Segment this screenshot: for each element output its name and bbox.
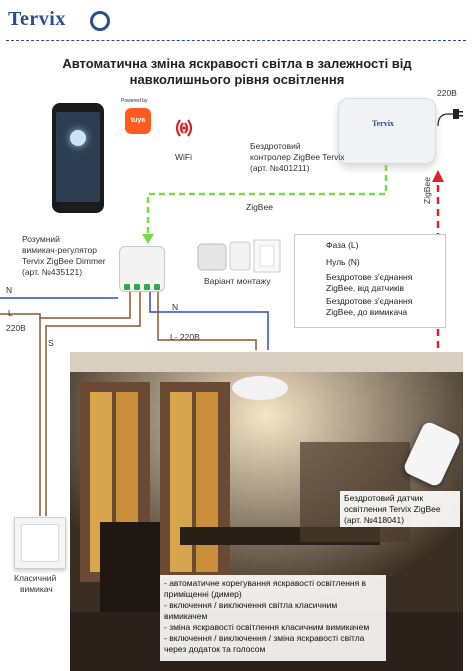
terminal <box>154 284 160 290</box>
powered-by-label: Powered by <box>121 98 148 104</box>
plug-icon <box>437 109 463 127</box>
wire-label-l-load: L- 220В <box>170 332 200 342</box>
legend-sensor-text-1: Бездротове з'єднання <box>326 272 413 282</box>
zigbee-link-switch <box>146 165 388 236</box>
zigbee-hub <box>338 98 436 164</box>
header-divider <box>6 40 466 41</box>
dimmer-caption-2: вимикач-регулятор <box>22 245 97 255</box>
phone-screen <box>56 112 100 202</box>
feature-item: - включення / виключення / зміна яскраво… <box>164 633 365 654</box>
wire-label-n-left: N <box>6 285 13 295</box>
mounting-label: Варіант монтажу <box>204 276 271 286</box>
zigbee-label: ZigBee <box>246 202 273 212</box>
hub-caption-2: контролер ZigBee Tervix <box>250 152 345 162</box>
legend-switch-text-2: ZigBee, до вимикача <box>326 307 408 317</box>
arrow-head-switch <box>142 234 154 244</box>
hub-brand: Tervix <box>372 119 394 128</box>
terminal <box>124 284 130 290</box>
hub-power-label: 220В <box>437 88 457 98</box>
feature-item: - зміна яскравості освітлення класичним … <box>164 622 370 632</box>
legend <box>294 234 446 328</box>
brand-logo-ring-icon <box>90 11 110 31</box>
bulb-icon <box>70 130 86 146</box>
page-title: Автоматична зміна яскравості світла в за… <box>62 56 412 87</box>
legend-sensor-text-2: ZigBee, від датчиків <box>326 283 405 293</box>
legend-phase-text: Фаза (L) <box>326 240 359 250</box>
legend-switch-text-1: Бездротове з'єднання <box>326 296 413 306</box>
brand-logo: Tervix <box>8 8 66 30</box>
terminal <box>134 284 140 290</box>
feature-item: - включення / виключення світла класични… <box>164 600 338 621</box>
mounting-variant-image <box>197 239 281 273</box>
wifi-icon <box>175 119 193 137</box>
phase-wire-left <box>0 292 131 319</box>
tuya-logo: tuya <box>125 108 151 134</box>
hub-caption-3: (арт. №401211) <box>250 163 310 173</box>
wire-label-n-mid: N <box>172 302 179 312</box>
sensor-caption-3: (арт. №418041) <box>344 515 405 525</box>
sensor-caption-1: Бездротовий датчик <box>344 493 424 503</box>
dimmer-caption-1: Розумний <box>22 234 60 244</box>
dimmer-caption-4: (арт. №435121) <box>22 267 83 277</box>
dimmer-caption-3: Tervix ZigBee Dimmer <box>22 256 106 266</box>
arrow-head-sensor <box>432 170 444 182</box>
sensor-caption: Бездротовий датчик освітлення Tervix Zig… <box>340 491 460 527</box>
wire-label-220-left: 220В <box>6 323 26 333</box>
neutral-wire-load <box>149 292 269 350</box>
legend-neutral-text: Нуль (N) <box>326 257 360 267</box>
wifi-label: WiFi <box>175 152 192 162</box>
hub-caption-1: Бездротовий <box>250 141 301 151</box>
switch-wire <box>45 292 141 516</box>
phase-wire-load <box>157 292 257 350</box>
feature-item: - автоматичне корегування яскравості осв… <box>164 578 367 599</box>
features-list: - автоматичне корегування яскравості осв… <box>160 575 386 661</box>
classic-switch-caption-1: Класичний <box>14 573 57 583</box>
classic-switch-caption-2: вимикач <box>20 584 53 594</box>
terminal <box>144 284 150 290</box>
classic-switch-key <box>21 524 59 562</box>
sensor-caption-2: освітлення Tervix ZigBee <box>344 504 441 514</box>
wire-label-l-left: L <box>8 308 13 318</box>
wire-label-s: S <box>48 338 54 348</box>
